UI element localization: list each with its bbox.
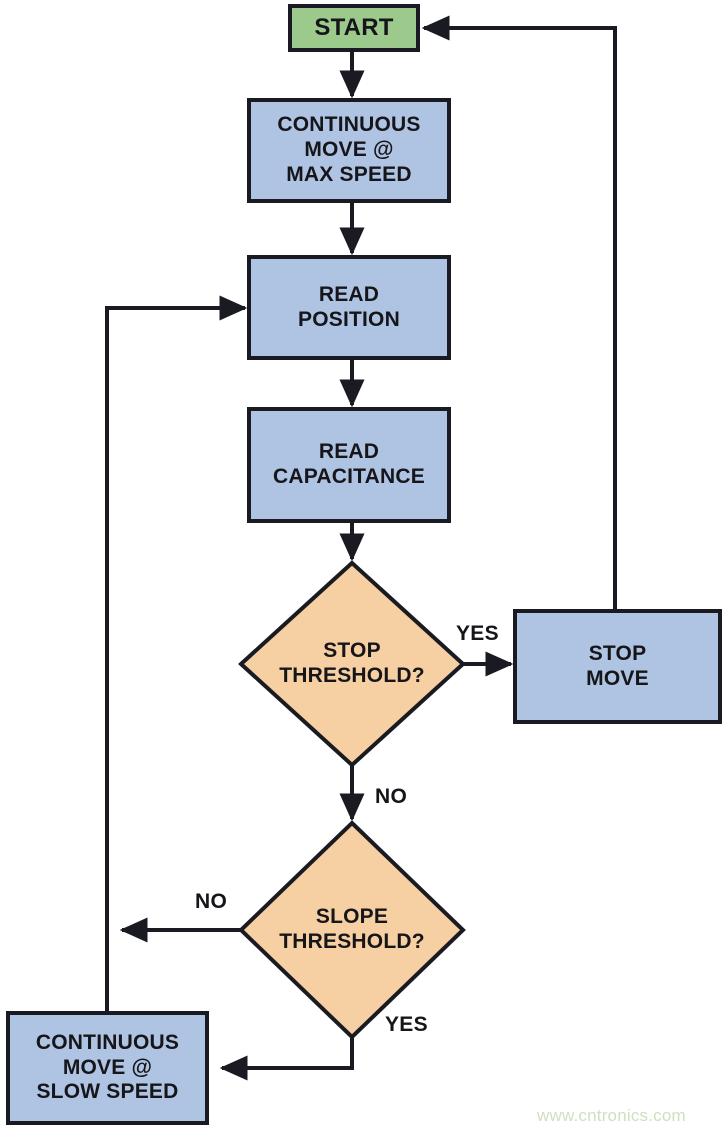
edge-label-no-slope-threshold: NO — [195, 890, 228, 913]
node-read-capacitance-shape — [247, 407, 451, 523]
node-read-position-shape — [247, 255, 451, 360]
node-continuous-slow-shape — [6, 1011, 209, 1125]
node-continuous-max-shape — [247, 98, 451, 203]
edge-stop-move-to-start — [421, 15, 617, 611]
edge-left-riser-to-read-position — [105, 295, 248, 930]
watermark-cntronics: www.cntronics.com — [537, 1106, 686, 1125]
node-stop-threshold-shape — [238, 560, 466, 768]
node-slope-threshold-shape — [238, 820, 466, 1040]
edge-label-yes-slope-threshold: YES — [385, 1013, 428, 1036]
node-start-shape — [288, 4, 420, 52]
edge-label-no-stop-threshold: NO — [375, 785, 408, 808]
edge-label-yes-stop-threshold: YES — [456, 622, 499, 645]
edge-slope-threshold-yes-to-continuous-slow — [219, 1037, 354, 1081]
node-stop-move-shape — [513, 609, 722, 724]
